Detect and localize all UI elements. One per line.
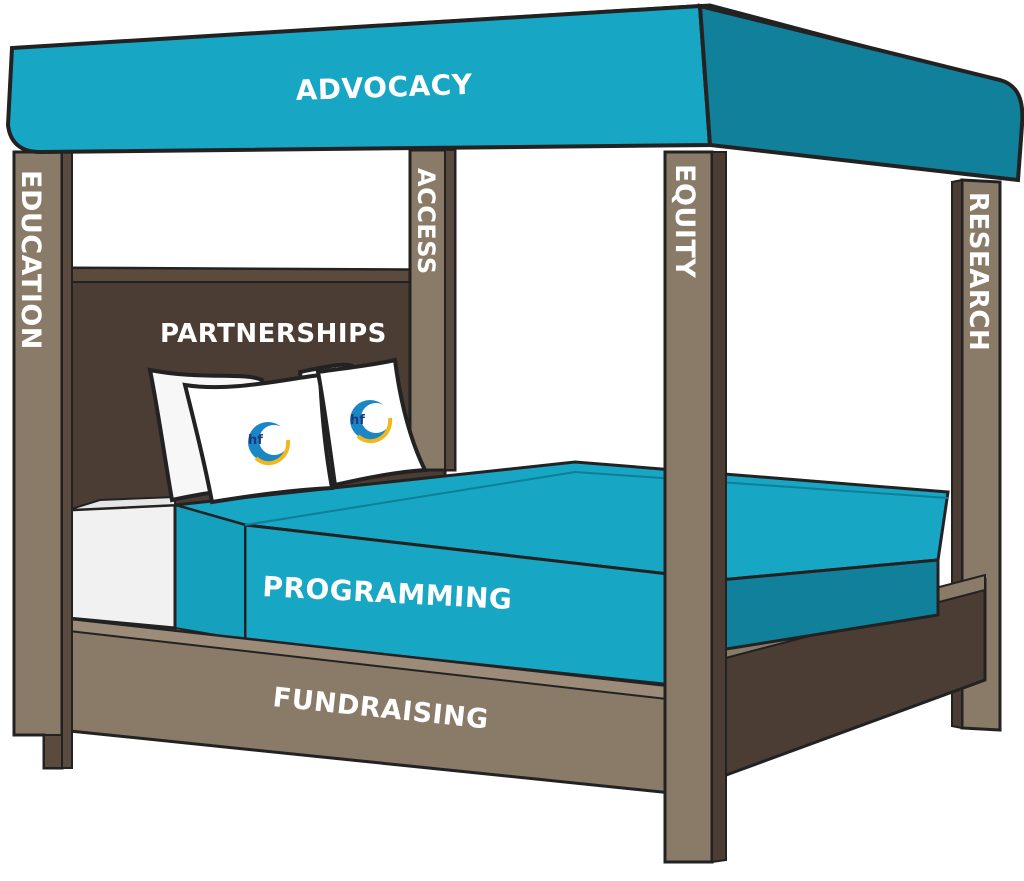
logo-text: hf (248, 433, 263, 448)
pillow-front-left: hf (182, 372, 335, 505)
post-back-left: ACCESS (408, 148, 457, 472)
pillow-front-right: hf (315, 357, 429, 488)
footboard: FUNDRAISING (58, 616, 722, 800)
post-front-left: EDUCATION (12, 150, 73, 770)
label-advocacy: ADVOCACY (295, 68, 473, 107)
label-partnerships: PARTNERSHIPS (160, 319, 387, 349)
post-front-right: EQUITY (663, 150, 727, 864)
mattress: PROGRAMMING (66, 460, 950, 692)
label-access: ACCESS (412, 168, 440, 275)
label-research: RESEARCH (963, 192, 993, 351)
canopy: ADVOCACY (5, 3, 1024, 183)
hf-logo: hf (248, 422, 291, 466)
logo-text: hf (350, 413, 365, 428)
label-education: EDUCATION (15, 170, 46, 350)
hf-logo: hf (350, 400, 393, 444)
label-equity: EQUITY (669, 164, 700, 278)
